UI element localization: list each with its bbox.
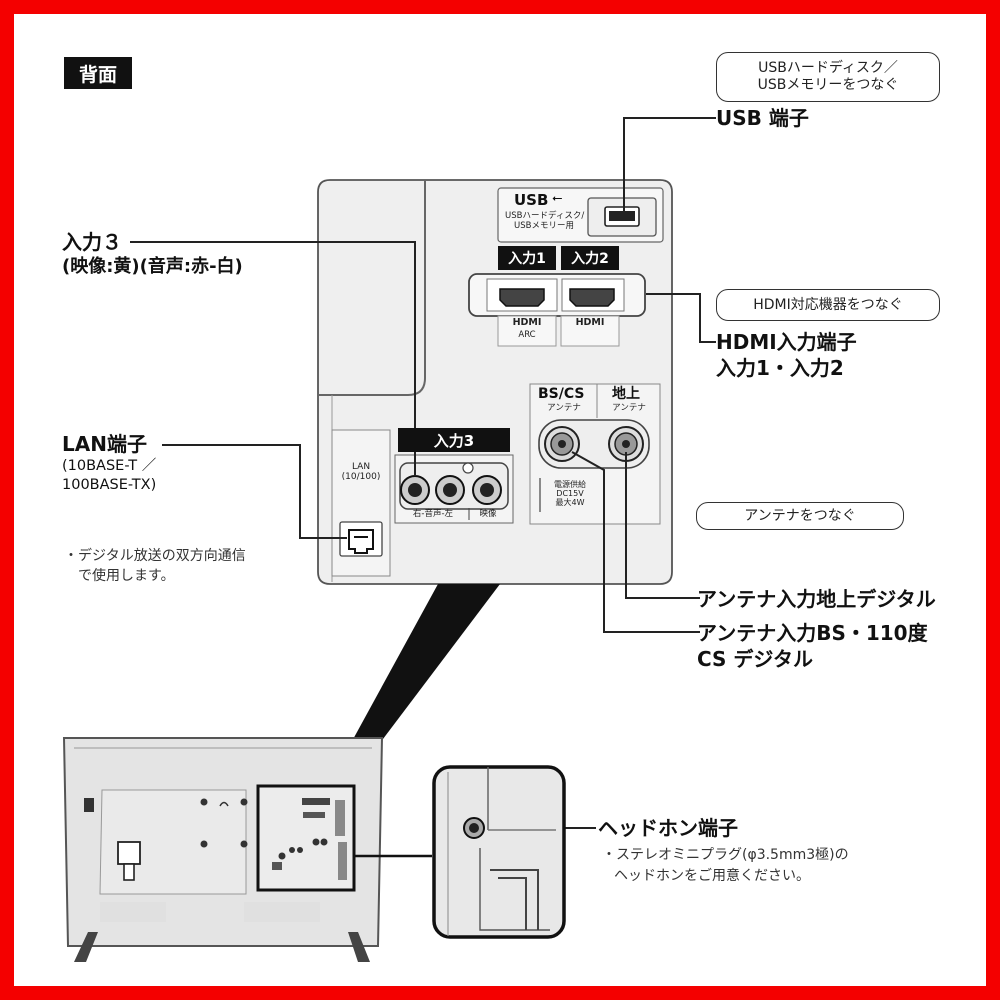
lan-sub2: 100BASE-TX) [62, 477, 157, 493]
lan-note2: で使用します。 [78, 568, 175, 584]
hdmi-logo-1: HDMI [512, 317, 542, 328]
hdmi-callout: HDMI対応機器をつなぐ [716, 289, 940, 321]
panel-usb-sub: USBハードディスク/ USBメモリー用 [505, 211, 585, 232]
bscs-sub: アンテナ [547, 403, 581, 413]
antenna-bs-terminal-line2: CS デジタル [697, 647, 814, 671]
input3-title: 入力３ [62, 230, 122, 254]
headphone-detail [432, 765, 566, 939]
bscs-label: BS/CS [538, 386, 585, 402]
hdmi-tab-input1: 入力1 [498, 246, 556, 270]
hdmi-arc-label: ARC [518, 330, 536, 340]
antenna-power-line2: DC15V [556, 489, 584, 499]
input3-jack-audio-label: 右-音声-左 [412, 509, 454, 519]
hdmi-terminal-line1: HDMI入力端子 [716, 330, 857, 354]
antenna-bs-terminal-line1: アンテナ入力BS・110度 [697, 621, 928, 645]
section-label: 背面 [64, 57, 132, 89]
antenna-terrestrial-terminal: アンテナ入力地上デジタル [697, 587, 936, 611]
panel-usb-sub2: USBメモリー用 [514, 220, 574, 231]
hdmi-terminal-line2: 入力1・入力2 [716, 356, 844, 380]
usb-callout-line2: USBメモリーをつなぐ [757, 77, 899, 93]
antenna-power-line1: 電源供給 [554, 480, 586, 489]
hdmi-logo-2: HDMI [575, 317, 605, 328]
usb-symbol-icon: ⭠ [552, 191, 563, 206]
tv-back-illustration [62, 737, 432, 962]
lan-note1: ・デジタル放送の双方向通信 [64, 548, 246, 564]
headphone-note1: ・ステレオミニプラグ(φ3.5mm3極)の [602, 847, 849, 863]
panel-lan-label: LAN (10/100) [332, 462, 390, 483]
antenna-callout: アンテナをつなぐ [696, 502, 904, 530]
panel-usb-sub1: USBハードディスク/ [505, 211, 585, 221]
usb-terminal-label: USB 端子 [716, 106, 809, 130]
panel-lan-label2: (10/100) [341, 472, 381, 483]
panel-input3-label: 入力3 [398, 428, 510, 452]
antenna-power-line3: 最大4W [555, 498, 585, 508]
panel-lan-label1: LAN [351, 462, 371, 472]
input3-subtitle: (映像:黄)(音声:赤-白) [62, 256, 243, 277]
terrestrial-sub: アンテナ [612, 403, 646, 413]
input3-jack-video-label: 映像 [479, 509, 497, 519]
headphone-title: ヘッドホン端子 [598, 816, 738, 840]
panel-usb-label: USB [514, 191, 549, 209]
usb-callout-line1: USBハードディスク／ [758, 60, 898, 77]
antenna-power-info: 電源供給 DC15V 最大4W [546, 480, 594, 508]
hdmi-tab-input2: 入力2 [561, 246, 619, 270]
lan-title: LAN端子 [62, 432, 147, 456]
terminal-panel [317, 179, 673, 585]
usb-callout: USBハードディスク／ USBメモリーをつなぐ [716, 52, 940, 102]
lan-sub1: (10BASE-T ／ [62, 458, 157, 474]
terrestrial-label: 地上 [612, 386, 640, 402]
headphone-note2: ヘッドホンをご用意ください。 [614, 868, 810, 884]
